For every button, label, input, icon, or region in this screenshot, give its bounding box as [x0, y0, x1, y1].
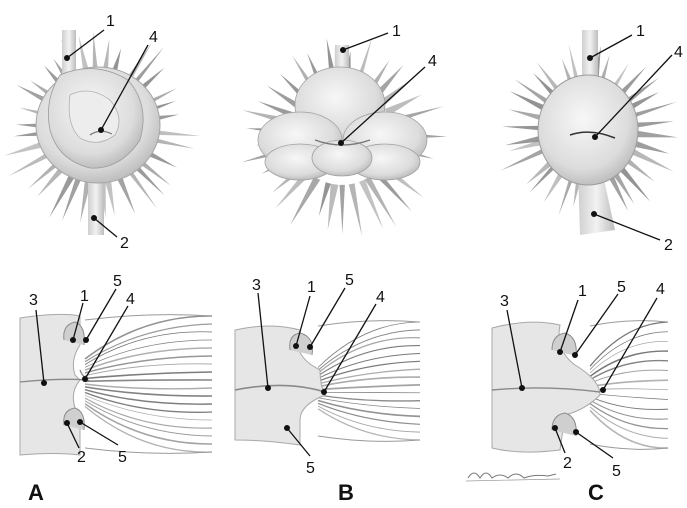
- tissue-fiber: [85, 390, 212, 404]
- label-4-top-a: 4: [149, 29, 158, 46]
- panel-label-c: C: [588, 480, 604, 505]
- hair-spike: [632, 121, 674, 128]
- label-5-bottom-b-lower: 5: [306, 460, 315, 477]
- label-2-top-a: 2: [120, 235, 129, 252]
- label-1-top-c: 1: [636, 23, 645, 40]
- hair-spike: [340, 185, 345, 234]
- fibers-c: [590, 321, 668, 450]
- label-3-bottom-b: 3: [252, 277, 261, 294]
- fibers-b: [318, 321, 420, 442]
- hair-spike: [328, 184, 339, 230]
- tissue-fiber: [85, 401, 212, 436]
- label-1-bottom-c: 1: [578, 283, 587, 300]
- label-5-bottom-a-lower: 5: [118, 449, 127, 466]
- label-4-bottom-c: 4: [656, 281, 665, 298]
- hair-spike: [632, 130, 677, 137]
- section-a: [20, 314, 88, 455]
- central-body-c: [538, 75, 638, 185]
- panel-label-a: A: [28, 480, 44, 505]
- tissue-fiber: [85, 356, 212, 373]
- tissue-fiber: [318, 398, 420, 409]
- label-5-bottom-c-lower: 5: [612, 463, 621, 480]
- tissue-edge: [590, 444, 668, 449]
- tissue-fiber: [85, 404, 212, 444]
- tissue-fiber: [318, 395, 420, 401]
- fibers-a: [85, 315, 212, 454]
- label-1-bottom-a: 1: [80, 288, 89, 305]
- hair-spike: [290, 177, 320, 226]
- label-1-top-b: 1: [392, 23, 401, 40]
- label-2-bottom-a: 2: [77, 449, 86, 466]
- label-2-bottom-c: 2: [563, 455, 572, 472]
- label-4-bottom-a: 4: [126, 291, 135, 308]
- hair-spike: [502, 126, 543, 131]
- tissue-fiber: [318, 330, 420, 370]
- label-3-bottom-c: 3: [500, 293, 509, 310]
- panel-label-b: B: [338, 480, 354, 505]
- label-5-bottom-c: 5: [617, 279, 626, 296]
- label-4-bottom-b: 4: [376, 289, 385, 306]
- label-4-top-b: 4: [428, 53, 437, 70]
- tissue-fiber: [85, 372, 212, 379]
- tissue-fiber: [590, 322, 668, 366]
- label-5-bottom-b: 5: [345, 272, 354, 289]
- label-1-bottom-b: 1: [307, 279, 316, 296]
- tissue-fiber: [318, 406, 420, 432]
- tissue-fiber: [590, 393, 668, 399]
- tissue-fiber: [85, 407, 212, 453]
- label-1-top-a: 1: [106, 13, 115, 30]
- artist-signature: [466, 473, 560, 481]
- tissue-edge: [85, 448, 212, 453]
- label-2-top-c: 2: [664, 237, 673, 254]
- tissue-fiber: [318, 338, 420, 373]
- label-3-bottom-a: 3: [29, 292, 38, 309]
- tissue-fiber: [590, 380, 668, 386]
- tissue-fiber: [318, 392, 420, 393]
- hair-spike: [349, 183, 362, 236]
- top-figure-c: [538, 30, 638, 235]
- tissue-fiber: [85, 384, 212, 389]
- label-5-bottom-a: 5: [113, 273, 122, 290]
- label-4-top-c: 4: [674, 44, 683, 61]
- tissue-fiber: [318, 385, 420, 390]
- tissue-fiber: [85, 380, 212, 381]
